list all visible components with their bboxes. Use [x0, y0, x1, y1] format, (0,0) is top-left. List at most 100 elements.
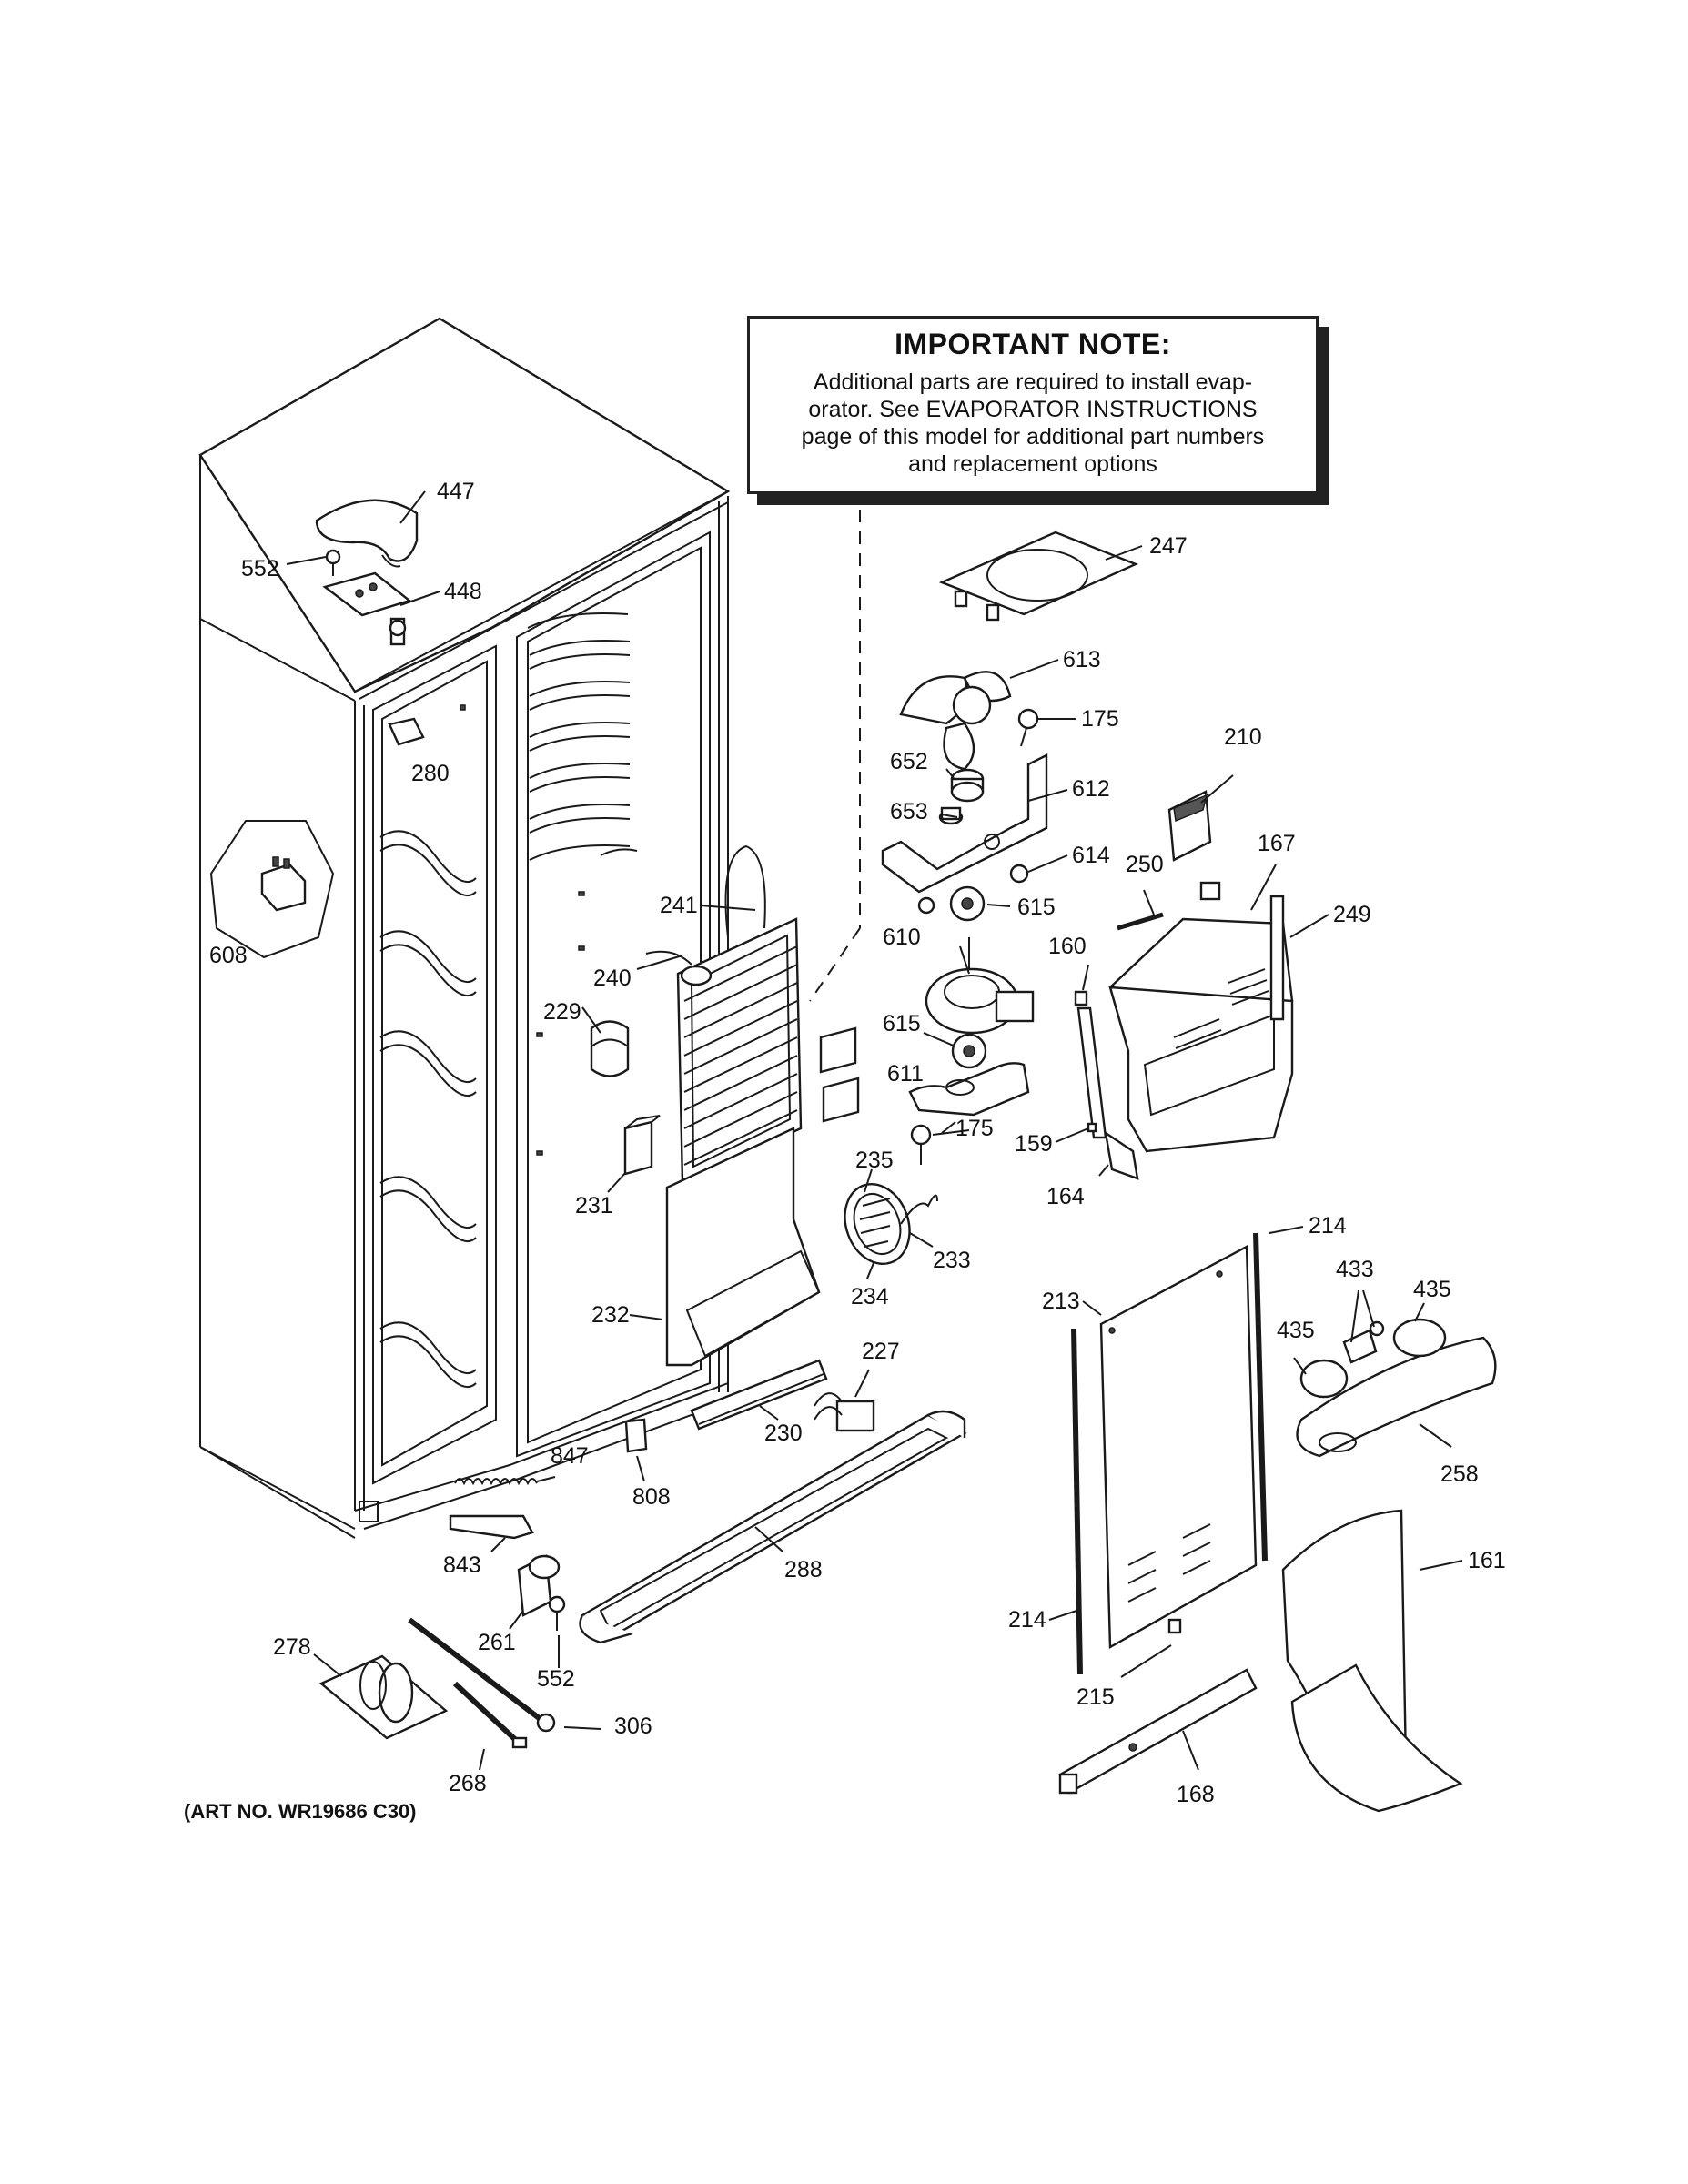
callout-552-lower: 552 [537, 1666, 575, 1692]
callout-labels: 447 552 448 280 608 247 613 175 652 612 … [209, 479, 1506, 1807]
callout-210: 210 [1224, 724, 1262, 750]
part-613-fan-blade [899, 671, 1012, 771]
art-number: (ART NO. WR19686 C30) [184, 1800, 417, 1823]
callout-608: 608 [209, 943, 248, 968]
callout-433: 433 [1336, 1257, 1374, 1282]
callout-leaders [286, 490, 1463, 1771]
part-159-clip [1087, 1122, 1097, 1133]
callout-235: 235 [855, 1148, 894, 1173]
part-611-bracket [908, 1062, 1030, 1117]
refrigerator-cabinet [198, 317, 731, 1539]
part-164-clip [1104, 1130, 1139, 1180]
part-612-bracket [881, 753, 1048, 894]
part-615-mount-lower [951, 1033, 987, 1069]
callout-168: 168 [1177, 1782, 1215, 1807]
callout-227: 227 [862, 1339, 900, 1364]
callout-653: 653 [890, 799, 928, 824]
callout-175-lower: 175 [955, 1116, 994, 1141]
part-161-cover [1281, 1509, 1463, 1813]
part-615-mount [917, 885, 986, 922]
part-214-strip-left [1071, 1328, 1083, 1675]
callout-160: 160 [1048, 934, 1087, 959]
callout-613: 613 [1063, 647, 1101, 672]
callout-611: 611 [887, 1061, 924, 1087]
callout-306: 306 [614, 1714, 652, 1739]
part-247-fan-cover [938, 531, 1139, 622]
callout-652: 652 [890, 749, 928, 774]
part-168-bracket [1058, 1668, 1258, 1795]
right-foam-blocks [819, 1026, 860, 1123]
callout-288: 288 [784, 1557, 823, 1582]
part-175-screw [1017, 708, 1039, 747]
callout-612: 612 [1072, 776, 1110, 802]
callout-230: 230 [764, 1421, 803, 1446]
callout-232: 232 [591, 1302, 630, 1328]
part-610-motor [925, 937, 1035, 1035]
part-288-trim [579, 1410, 967, 1644]
part-448-hinge [322, 571, 412, 646]
part-552-screw-bottom [548, 1595, 566, 1631]
callout-552: 552 [241, 556, 279, 581]
callout-214: 214 [1309, 1213, 1347, 1239]
callout-213: 213 [1042, 1289, 1080, 1314]
callout-175: 175 [1081, 706, 1119, 732]
callout-847: 847 [551, 1443, 589, 1469]
part-234-grille [844, 1182, 911, 1266]
callout-215: 215 [1076, 1684, 1115, 1710]
part-227-connector [814, 1392, 875, 1432]
callout-231: 231 [575, 1193, 613, 1218]
callout-447: 447 [437, 479, 475, 504]
part-261-bracket [517, 1554, 561, 1617]
part-843-lever [449, 1514, 534, 1540]
callout-247: 247 [1149, 533, 1188, 559]
callout-250: 250 [1126, 852, 1164, 877]
note-body: Additional parts are required to install… [750, 369, 1316, 478]
note-line: page of this model for additional part n… [801, 424, 1265, 450]
part-231-block [623, 1115, 661, 1176]
part-160-seal [1074, 990, 1107, 1139]
part-258-light-cover [1296, 1336, 1497, 1458]
callout-233: 233 [933, 1248, 971, 1273]
part-608-switch [209, 820, 335, 959]
part-280-clip [388, 717, 425, 746]
callout-843: 843 [443, 1552, 481, 1578]
part-435-bulbs [1299, 1318, 1447, 1399]
callout-268: 268 [449, 1771, 487, 1796]
part-233-wire [900, 1194, 938, 1225]
note-line: orator. See EVAPORATOR INSTRUCTIONS [808, 397, 1258, 422]
part-213-panel [1099, 1245, 1258, 1650]
note-title: IMPORTANT NOTE: [895, 328, 1171, 360]
callout-615: 615 [1017, 895, 1056, 920]
callout-615-lower: 615 [883, 1011, 921, 1036]
callout-614: 614 [1072, 843, 1110, 868]
part-306-rod [408, 1617, 556, 1733]
part-229-tube [590, 1020, 630, 1077]
callout-241: 241 [660, 893, 698, 918]
part-249-seal [1269, 895, 1285, 1021]
callout-229: 229 [543, 999, 581, 1025]
callout-164: 164 [1046, 1184, 1085, 1209]
callout-234: 234 [851, 1284, 889, 1309]
evaporator-assembly [645, 844, 821, 1367]
callout-240: 240 [593, 966, 632, 991]
callout-159: 159 [1015, 1131, 1053, 1157]
callout-167: 167 [1258, 831, 1296, 856]
part-278-leveler [318, 1654, 449, 1740]
part-210-damper [1167, 790, 1212, 862]
part-250-strip [1117, 912, 1164, 931]
callout-435-left: 435 [1277, 1318, 1315, 1343]
callout-610: 610 [883, 925, 921, 950]
note-line: and replacement options [908, 451, 1157, 477]
part-447-hinge-cover [315, 499, 419, 568]
part-808-clip [624, 1418, 648, 1453]
part-614-grommet [1009, 864, 1029, 884]
part-268-bolt [452, 1681, 528, 1749]
callout-278: 278 [273, 1634, 311, 1660]
callout-808: 808 [632, 1484, 671, 1510]
part-214-strip-right [1253, 1232, 1268, 1562]
part-433-socket [1342, 1320, 1385, 1364]
callout-214-lower: 214 [1008, 1607, 1046, 1633]
part-230-heater [690, 1359, 828, 1431]
note-line: Additional parts are required to install… [813, 369, 1253, 395]
